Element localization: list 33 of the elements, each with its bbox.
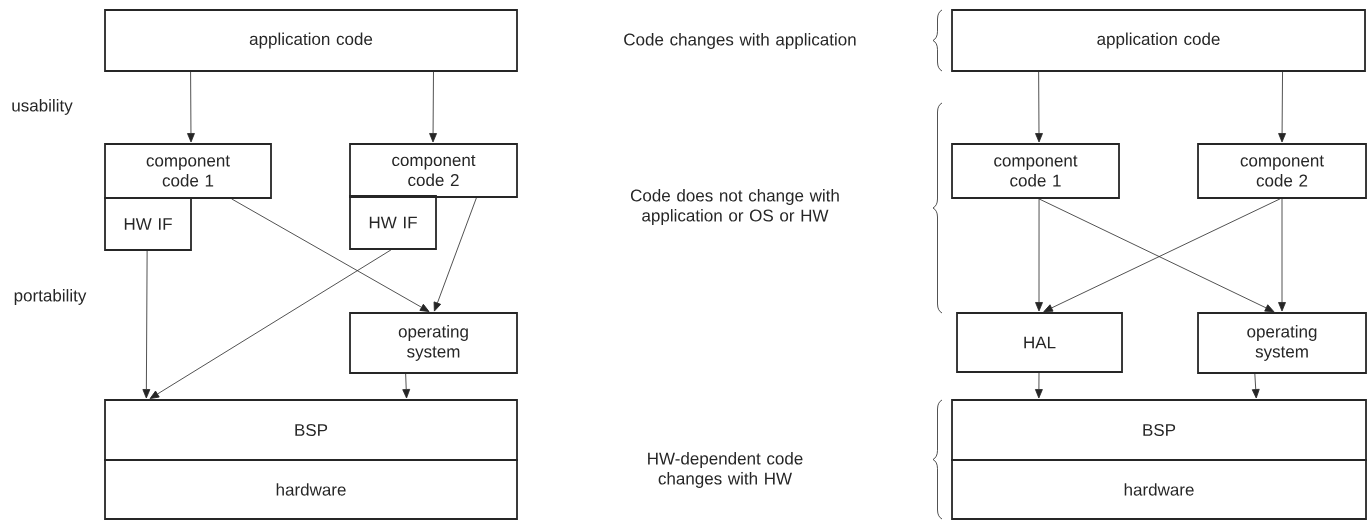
- arrow: [187, 71, 195, 143]
- arrow: [1251, 373, 1260, 399]
- layer-box: HW IF: [104, 197, 192, 251]
- annotation-label: Code does not change with application or OS or HW: [630, 189, 839, 225]
- annotation-label: usability: [12, 99, 73, 115]
- arrow: [142, 250, 151, 399]
- layer-box: application code: [104, 9, 518, 72]
- layer-box: application code: [951, 9, 1366, 72]
- arrow: [231, 198, 430, 312]
- layer-box: HAL: [956, 312, 1123, 373]
- arrow: [433, 197, 477, 312]
- annotation-label: portability: [14, 289, 87, 305]
- layer-box: HW IF: [349, 195, 437, 250]
- annotation-label: HW-dependent code changes with HW: [648, 452, 803, 488]
- layer-box: component code 2: [1197, 143, 1367, 199]
- layer-box: operating system: [349, 312, 518, 374]
- arrow: [1035, 71, 1043, 143]
- layer-box: hardware: [951, 459, 1367, 520]
- arrow: [149, 249, 392, 399]
- arrow: [429, 71, 437, 143]
- layer-box: component code 1: [104, 143, 272, 199]
- arrow: [1278, 71, 1286, 143]
- layer-box: component code 1: [951, 143, 1120, 199]
- layer-box: operating system: [1197, 312, 1367, 374]
- layer-box: BSP: [104, 399, 518, 461]
- arrow: [1035, 198, 1043, 312]
- layer-box: component code 2: [349, 143, 518, 198]
- layer-box: BSP: [951, 399, 1367, 461]
- arrow: [402, 373, 411, 399]
- arrow: [1278, 198, 1286, 312]
- layer-box: hardware: [104, 459, 518, 520]
- annotation-label: Code changes with application: [624, 33, 856, 49]
- arrow: [1035, 372, 1043, 399]
